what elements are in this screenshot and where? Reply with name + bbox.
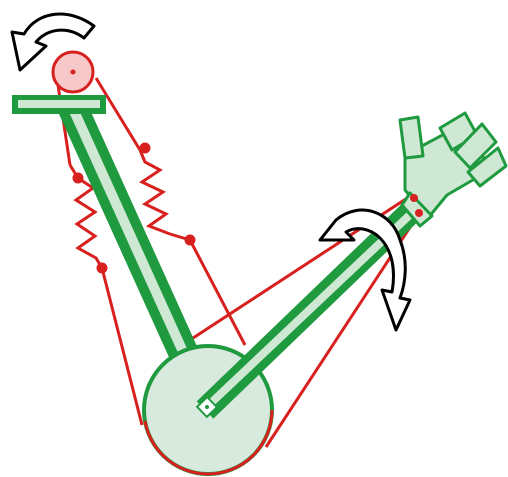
cable-right-lower xyxy=(188,239,247,346)
spring-left xyxy=(68,164,108,274)
curved-arrow-counterclockwise-icon xyxy=(10,12,96,72)
wrist-cable-anchors xyxy=(410,194,423,217)
cable-right-upper xyxy=(94,77,142,151)
small-pulley xyxy=(51,50,95,94)
spring-right xyxy=(138,142,196,246)
curved-arrow-clockwise-icon xyxy=(318,208,412,332)
top-horizontal-bar xyxy=(12,95,106,114)
cable-left-lower xyxy=(100,267,144,426)
hand-gripper-icon xyxy=(398,111,508,228)
